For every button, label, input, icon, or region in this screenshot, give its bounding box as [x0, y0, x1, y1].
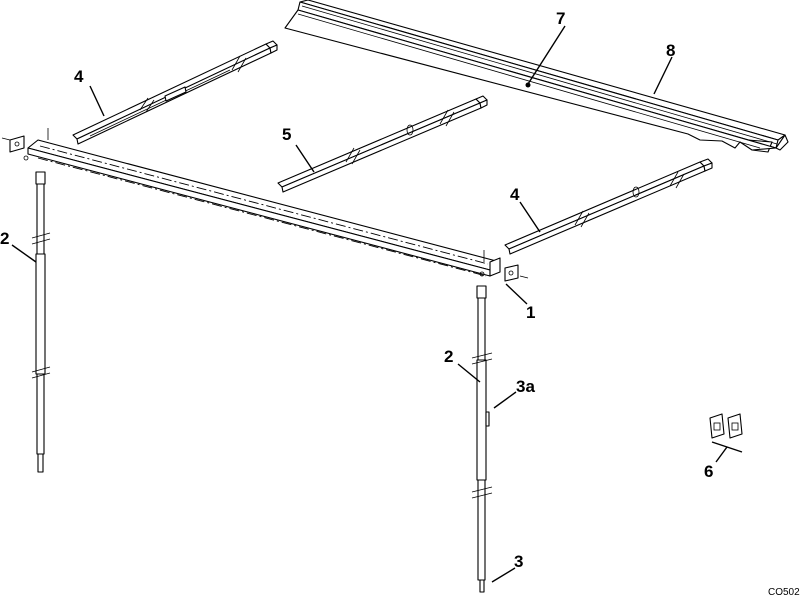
awning-rail — [297, 0, 789, 153]
callout-2-left: 2 — [0, 229, 9, 248]
callout-3: 3 — [514, 552, 523, 571]
bracket-plate-left — [1, 128, 49, 161]
leg-right — [471, 285, 493, 593]
callout-3a: 3a — [516, 377, 535, 396]
rafter-centre — [277, 95, 488, 193]
callout-5: 5 — [282, 125, 291, 144]
callout-1: 1 — [526, 303, 535, 322]
callout-8: 8 — [666, 41, 675, 60]
callout-6: 6 — [704, 462, 713, 481]
callout-7: 7 — [556, 9, 565, 28]
bracket-plate-right — [479, 250, 529, 282]
drawing-code: CO502 — [768, 587, 800, 598]
callout-2-right: 2 — [444, 347, 453, 366]
callout-4-right: 4 — [510, 185, 520, 204]
leader-lines — [11, 25, 743, 583]
clip-pair — [709, 413, 743, 439]
callout-4-top: 4 — [74, 67, 84, 86]
rafter-arm-upper — [72, 40, 278, 145]
leg-left — [31, 171, 51, 473]
rafter-arm-right — [504, 158, 713, 255]
front-bar — [27, 139, 501, 277]
